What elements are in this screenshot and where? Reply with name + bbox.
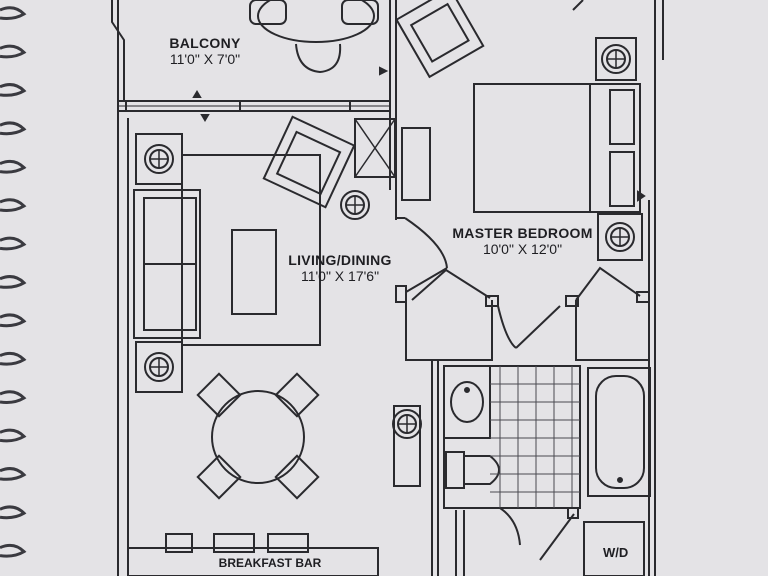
bathroom — [431, 360, 651, 576]
armchair-top — [395, 0, 485, 79]
living-rug — [181, 154, 321, 346]
balcony-rail — [117, 66, 391, 122]
washer-dryer-label: W/D — [603, 545, 629, 560]
bedroom-closet-doors — [405, 266, 650, 361]
balcony-wall-divider — [389, 0, 397, 112]
central-wall — [354, 112, 431, 220]
fixture-panels — [135, 37, 643, 487]
light-fixture — [340, 190, 370, 220]
light-fixture-cross — [607, 50, 625, 68]
spiral-binding — [0, 6, 27, 558]
living-dining-name: LIVING/DINING — [288, 252, 392, 268]
spiral-ring — [0, 275, 27, 289]
breakfast-bar — [127, 533, 379, 576]
light-fixture — [144, 352, 174, 382]
master-bedroom-name: MASTER BEDROOM — [452, 225, 593, 241]
spiral-ring — [0, 467, 27, 481]
light-fixture — [605, 222, 635, 252]
spiral-ring — [0, 351, 27, 366]
light-fixture-cross — [611, 228, 629, 246]
master-bedroom-label: MASTER BEDROOM 10'0" X 12'0" — [440, 225, 605, 257]
spiral-ring — [0, 505, 27, 520]
spiral-ring — [0, 121, 27, 136]
spiral-ring — [0, 83, 27, 97]
balcony-dimensions: 11'0" X 7'0" — [169, 51, 241, 68]
spiral-ring — [0, 159, 27, 174]
exterior-walls — [111, 0, 664, 576]
spiral-ring — [0, 543, 27, 558]
balcony-name: BALCONY — [169, 35, 241, 51]
light-fixture — [601, 44, 631, 74]
light-fixtures — [144, 44, 635, 439]
washer-dryer — [583, 521, 645, 576]
master-bed — [473, 83, 646, 213]
light-fixture-cross — [150, 358, 168, 376]
living-dining-dimensions: 11'0" X 17'6" — [300, 268, 380, 285]
spiral-ring — [0, 313, 27, 328]
balcony-label: BALCONY 11'0" X 7'0" — [140, 35, 270, 67]
spiral-ring — [0, 236, 27, 251]
light-fixture-cross — [398, 415, 416, 433]
sofa — [133, 189, 201, 339]
light-fixture-cross — [150, 150, 168, 168]
spiral-ring — [0, 44, 27, 59]
spiral-ring — [0, 428, 27, 443]
breakfast-bar-label: BREAKFAST BAR — [218, 556, 322, 570]
master-bedroom-dimensions: 10'0" X 12'0" — [482, 241, 563, 258]
spiral-ring — [0, 198, 27, 212]
light-fixture-cross — [346, 196, 364, 214]
door-swing-living — [395, 217, 448, 303]
spiral-ring — [0, 390, 27, 404]
dining-table — [196, 372, 320, 500]
living-dining-label: LIVING/DINING 11'0" X 17'6" — [265, 252, 415, 284]
spiral-ring — [0, 6, 27, 20]
balcony-dining-set — [249, 0, 379, 74]
light-fixture — [144, 144, 174, 174]
armchair-living — [262, 115, 356, 209]
